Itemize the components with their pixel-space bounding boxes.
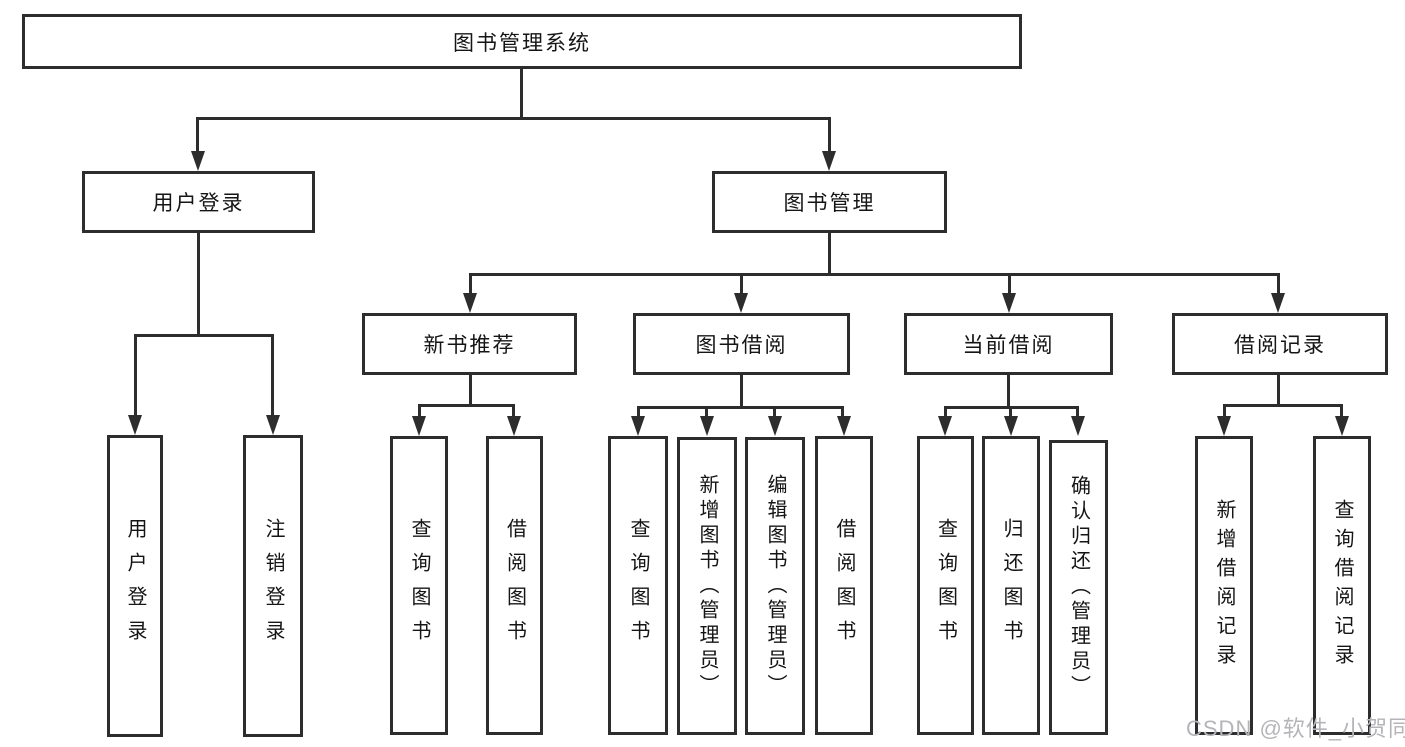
node-new-book-recommend: 新书推荐 (362, 313, 577, 375)
node-book-management-label: 图书管理 (783, 192, 876, 215)
leaf-borrow-books-label: 借阅图书 (833, 517, 855, 654)
node-user-login: 用户登录 (82, 171, 315, 233)
arrow-down-icon (734, 293, 748, 313)
leaf-user-login-label: 用户登录 (124, 518, 146, 654)
arrow-down-icon (1002, 293, 1016, 313)
leaf-edit-book-admin-label: 编辑图书（管理员） (764, 473, 786, 699)
connector-root-horizontal (197, 117, 831, 120)
connector-bookmgmt-horizontal (469, 273, 1280, 276)
node-book-management: 图书管理 (712, 171, 947, 233)
node-book-borrow: 图书借阅 (633, 313, 850, 375)
connector-current-drop-1 (944, 406, 947, 417)
leaf-add-borrow-record: 新增借阅记录 (1195, 436, 1253, 735)
arrow-down-icon (938, 416, 952, 436)
node-current-borrow: 当前借阅 (904, 313, 1113, 375)
arrow-down-icon (1335, 416, 1349, 436)
connector-borrow-drop-4 (841, 406, 844, 417)
arrow-down-icon (822, 151, 836, 171)
connector-recommend-horizontal (418, 404, 515, 407)
connector-current-stem (1007, 375, 1010, 408)
connector-userlogin-drop-2 (271, 334, 274, 415)
connector-userlogin-horizontal (134, 334, 274, 337)
connector-root-drop-right (828, 117, 831, 151)
connector-userlogin-stem (197, 233, 200, 336)
leaf-query-borrow-record-label: 查询借阅记录 (1331, 498, 1353, 673)
connector-borrow-drop-2 (705, 406, 708, 417)
node-root-label: 图书管理系统 (453, 31, 591, 55)
leaf-return-book-label: 归还图书 (1000, 517, 1022, 654)
leaf-user-login: 用户登录 (107, 435, 163, 737)
arrow-down-icon (412, 416, 426, 436)
connector-current-drop-3 (1076, 406, 1079, 417)
csdn-watermark: CSDN @软件_小贺同学 (1186, 716, 1405, 741)
connector-borrow-horizontal (637, 406, 844, 409)
node-root: 图书管理系统 (22, 14, 1022, 69)
leaf-query-books-recommend-label: 查询图书 (408, 517, 430, 654)
connector-borrow-drop-1 (637, 406, 640, 417)
node-user-login-label: 用户登录 (152, 192, 245, 215)
node-current-borrow-label: 当前借阅 (962, 334, 1055, 357)
connector-recommend-drop-2 (512, 404, 515, 417)
connector-current-drop-2 (1009, 406, 1012, 417)
arrow-down-icon (837, 416, 851, 436)
leaf-query-books-current-label: 查询图书 (934, 517, 957, 654)
node-new-book-recommend-label: 新书推荐 (423, 334, 516, 357)
leaf-confirm-return-admin-label: 确认归还（管理员） (1067, 475, 1090, 700)
arrow-down-icon (700, 416, 714, 436)
connector-borrow-stem (740, 375, 743, 408)
leaf-query-books-borrow: 查询图书 (608, 436, 668, 735)
connector-recommend-stem (469, 375, 472, 406)
arrow-down-icon (1271, 293, 1285, 313)
arrow-down-icon (463, 293, 477, 313)
leaf-add-book-admin: 新增图书（管理员） (677, 437, 737, 735)
node-book-borrow-label: 图书借阅 (695, 334, 788, 357)
arrow-down-icon (191, 151, 205, 171)
connector-bookmgmt-drop-3 (1008, 273, 1011, 295)
leaf-logout: 注销登录 (243, 435, 303, 737)
leaf-edit-book-admin: 编辑图书（管理员） (745, 437, 805, 735)
arrow-down-icon (768, 416, 782, 436)
leaf-add-borrow-record-label: 新增借阅记录 (1213, 498, 1235, 673)
arrow-down-icon (1004, 416, 1018, 436)
leaf-borrow-books: 借阅图书 (815, 436, 873, 735)
leaf-query-books-current: 查询图书 (917, 436, 974, 735)
leaf-borrow-books-recommend: 借阅图书 (486, 436, 543, 735)
connector-userlogin-drop-1 (134, 334, 137, 415)
leaf-query-books-borrow-label: 查询图书 (627, 517, 649, 654)
connector-recommend-drop-1 (418, 404, 421, 417)
arrow-down-icon (128, 415, 142, 435)
connector-records-drop-2 (1340, 404, 1343, 417)
arrow-down-icon (1071, 416, 1085, 436)
connector-root-stem (520, 69, 523, 117)
connector-borrow-drop-3 (773, 406, 776, 417)
connector-records-horizontal (1223, 404, 1343, 407)
connector-records-drop-1 (1223, 404, 1226, 417)
leaf-query-books-recommend: 查询图书 (390, 436, 448, 735)
leaf-return-book: 归还图书 (982, 436, 1040, 735)
leaf-query-borrow-record: 查询借阅记录 (1313, 436, 1371, 735)
connector-bookmgmt-drop-1 (469, 273, 472, 295)
connector-bookmgmt-drop-2 (740, 273, 743, 295)
connector-records-stem (1277, 375, 1280, 406)
connector-root-drop-left (196, 117, 199, 151)
arrow-down-icon (1217, 416, 1231, 436)
leaf-confirm-return-admin: 确认归还（管理员） (1049, 440, 1108, 735)
connector-bookmgmt-stem (828, 233, 831, 275)
node-borrow-records-label: 借阅记录 (1234, 334, 1326, 357)
connector-bookmgmt-drop-4 (1277, 273, 1280, 295)
arrow-down-icon (507, 416, 521, 436)
leaf-logout-label: 注销登录 (262, 518, 284, 654)
leaf-borrow-books-recommend-label: 借阅图书 (503, 517, 526, 654)
arrow-down-icon (631, 416, 645, 436)
node-borrow-records: 借阅记录 (1172, 313, 1388, 375)
arrow-down-icon (266, 415, 280, 435)
leaf-add-book-admin-label: 新增图书（管理员） (696, 473, 718, 699)
